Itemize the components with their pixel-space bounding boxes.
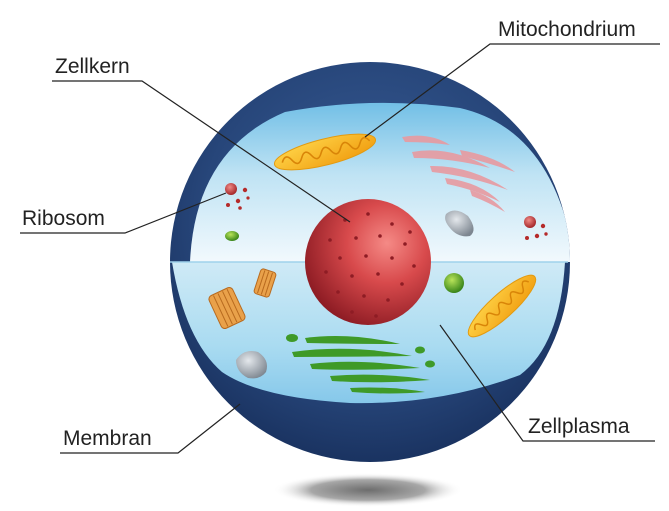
label-ribosom: Ribosom bbox=[22, 207, 105, 230]
label-membran: Membran bbox=[63, 427, 152, 450]
vesicle-upper bbox=[225, 231, 239, 241]
vesicle-lower bbox=[444, 273, 464, 293]
label-mitochondrium: Mitochondrium bbox=[498, 18, 636, 41]
label-zellkern: Zellkern bbox=[55, 55, 130, 78]
cell-shadow bbox=[273, 473, 463, 507]
nucleus bbox=[305, 199, 431, 325]
label-zellplasma: Zellplasma bbox=[528, 415, 630, 438]
